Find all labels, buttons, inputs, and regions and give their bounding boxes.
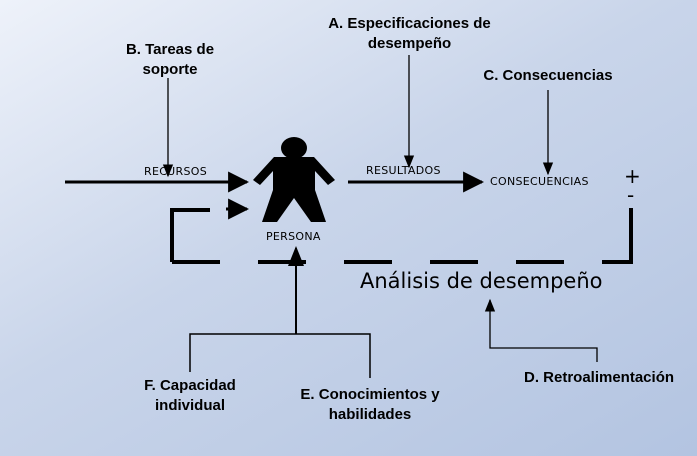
performance-analysis-title: Análisis de desempeño: [360, 269, 603, 293]
label-knowledge: E. Conocimientos y habilidades: [300, 386, 440, 423]
plus-sign: +: [624, 164, 641, 188]
label-support: B. Tareas de soporte: [125, 41, 215, 78]
label-feedback: D. Retroalimentación: [523, 369, 675, 386]
label-resources: RECURSOS: [144, 165, 207, 178]
label-spec: A. Especificaciones de desempeño: [328, 15, 491, 52]
label-person: PERSONA: [266, 230, 321, 243]
feedback-loop: [170, 208, 210, 262]
label-consequences: C. Consecuencias: [483, 67, 613, 84]
feedback-d-connector: [484, 298, 598, 362]
person-silhouette-icon: [253, 137, 335, 222]
label-flow-consequences: CONSECUENCIAS: [490, 175, 589, 188]
label-capacity: F. Capacidad individual: [144, 377, 236, 414]
bottom-bracket: [189, 333, 371, 378]
minus-sign: -: [627, 183, 635, 207]
label-results: RESULTADOS: [366, 164, 441, 177]
